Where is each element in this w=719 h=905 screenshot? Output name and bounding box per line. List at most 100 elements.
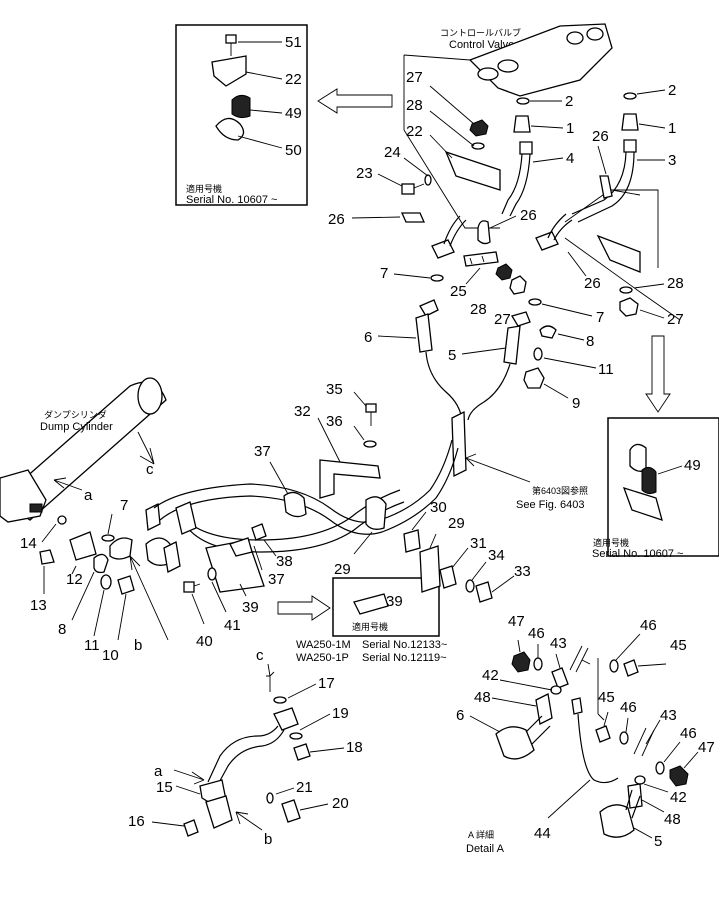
callout-41: 41 (224, 617, 241, 634)
callout-27-mid: 27 (494, 311, 511, 328)
callout-21: 21 (296, 779, 313, 796)
callout-47-top: 47 (508, 613, 525, 630)
callout-33: 33 (514, 563, 531, 580)
callout-30: 30 (430, 499, 447, 516)
pointer-arrow-left (317, 88, 393, 114)
serial-p-label: Serial No.12119~ (362, 652, 447, 664)
bolt-part (225, 34, 237, 56)
callout-18: 18 (346, 739, 363, 756)
connector-parts-1: 1 1 (513, 113, 676, 137)
callout-38: 38 (276, 553, 293, 570)
callout-17: 17 (318, 675, 335, 692)
callout-49: 49 (285, 105, 302, 122)
callout-28-mid: 28 (470, 301, 487, 318)
pointer-arrow-down (645, 335, 671, 413)
callout-47-right: 47 (698, 739, 715, 756)
callout-35: 35 (326, 381, 343, 398)
callout-50: 50 (285, 142, 302, 159)
hose-parts-6-5: 6 5 (364, 299, 531, 421)
letter-b-top: b (134, 637, 142, 654)
callout-39-box: 39 (386, 593, 403, 610)
callout-2-right: 2 (668, 82, 676, 99)
applicable-label-box: 適用号機 (352, 621, 388, 632)
serial-note-right: Serial No. 10607 ~ (592, 548, 683, 560)
hose-route-middle (145, 439, 459, 573)
callout-43-right: 43 (660, 707, 677, 724)
letter-a-top: a (84, 487, 93, 504)
callout-28-right: 28 (667, 275, 684, 292)
serial-m-label: Serial No.12133~ (362, 639, 447, 651)
callout-13: 13 (30, 597, 47, 614)
callout-1-right: 1 (668, 120, 676, 137)
callout-2-left: 2 (565, 93, 573, 110)
dump-cylinder-label: Dump Cylinder (40, 421, 113, 433)
control-valve-jp-label: コントロールバルブ (440, 27, 521, 38)
callout-43-top: 43 (550, 635, 567, 652)
callout-8-left: 8 (58, 621, 66, 638)
detail-a-assembly: 47 46 43 42 48 6 46 45 45 46 43 (456, 613, 715, 855)
callout-11-right: 11 (598, 361, 614, 378)
callout-11-left: 11 (84, 637, 100, 654)
callout-5-upper: 5 (448, 347, 456, 364)
callout-37-mid: 37 (268, 571, 285, 588)
letter-c-bottom: c (256, 647, 264, 664)
callout-31: 31 (470, 535, 487, 552)
callout-15: 15 (156, 779, 173, 796)
callout-20: 20 (332, 795, 349, 812)
callout-16: 16 (128, 813, 145, 830)
bracket-part (211, 55, 247, 87)
callout-40: 40 (196, 633, 213, 650)
elbow-parts-26: 26 26 26 26 (328, 128, 613, 292)
callout-23: 23 (356, 165, 373, 182)
see-fig-jp-label: 第6403図参照 (532, 485, 588, 496)
callout-7-left-lower: 7 (120, 497, 128, 514)
callout-46-top: 46 (528, 625, 545, 642)
o-ring-parts-7: 7 7 (380, 265, 604, 326)
cylinder-end-assembly: c 17 19 18 15 a 16 b 21 20 (128, 647, 363, 848)
callout-5-detail: 5 (654, 833, 662, 850)
pointer-arrow-right (277, 595, 331, 621)
callout-28-top: 28 (406, 97, 423, 114)
callout-7-right: 7 (596, 309, 604, 326)
callout-8-right: 8 (586, 333, 594, 350)
clamp-part (215, 117, 245, 141)
callout-1-left: 1 (566, 120, 574, 137)
callout-45-mid: 45 (598, 689, 615, 706)
callout-51: 51 (285, 34, 302, 51)
clamp-bolt-right: 8 11 9 (523, 325, 614, 412)
callout-26-mid: 26 (520, 207, 537, 224)
flange-tubes-upper (431, 213, 573, 259)
bracket-assembly-22: 27 28 22 (406, 69, 501, 191)
callout-44: 44 (534, 825, 551, 842)
callout-29-right: 29 (448, 515, 465, 532)
see-fig-label: See Fig. 6403 (516, 499, 585, 511)
inset-box-plate-39: 39 適用号機 WA250-1M Serial No.12133~ WA250-… (296, 577, 447, 664)
plate-part-25: 25 (450, 251, 499, 300)
callout-19: 19 (332, 705, 349, 722)
hose-parts-upper: 4 3 (501, 139, 676, 223)
callout-49-right: 49 (684, 457, 701, 474)
callout-10: 10 (102, 647, 119, 664)
callout-34: 34 (488, 547, 505, 564)
applicable-label: 適用号機 (186, 183, 222, 194)
callout-9: 9 (572, 395, 580, 412)
callout-27-top: 27 (406, 69, 423, 86)
letter-c-top: c (146, 461, 154, 478)
bolt-washer-23-24: 23 24 (356, 144, 432, 195)
callout-4: 4 (566, 150, 574, 167)
callout-7-left: 7 (380, 265, 388, 282)
applicable-label-right: 適用号機 (593, 537, 629, 548)
callout-3: 3 (668, 152, 676, 169)
inset-box-clamp-right: 49 適用号機 Serial No. 10607 ~ (592, 417, 719, 560)
plate-assembly-39: 37 39 40 41 (183, 537, 285, 650)
callout-25: 25 (450, 283, 467, 300)
model-p-label: WA250-1P (296, 652, 349, 664)
callout-48-right: 48 (664, 811, 681, 828)
callout-24: 24 (384, 144, 401, 161)
model-m-label: WA250-1M (296, 639, 351, 651)
dump-cylinder-jp-label: ダンプシリンダ (44, 409, 107, 420)
nut-washer-mid: 28 27 (470, 263, 527, 328)
assembly-frame-lines (403, 54, 681, 321)
o-ring-parts-2: 2 2 (516, 82, 676, 110)
callout-6-upper: 6 (364, 329, 372, 346)
